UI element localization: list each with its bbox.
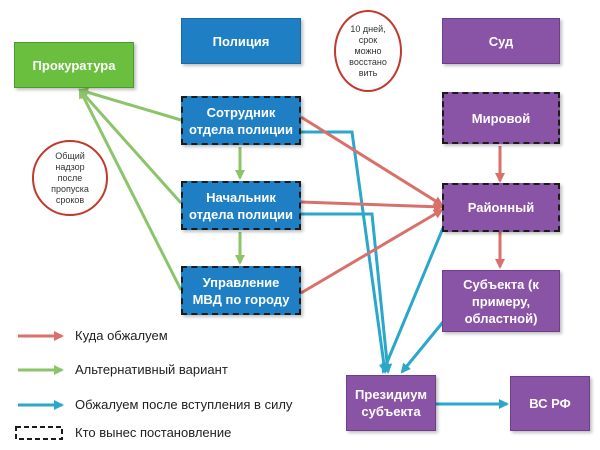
legend-dashed-label: Кто вынес постановление xyxy=(75,425,232,440)
arrow-subekta-to-prezidium xyxy=(400,321,445,374)
legend-symbols xyxy=(15,331,64,440)
legend-dashed-box xyxy=(15,426,63,440)
mirovoy-box: Мировой xyxy=(442,92,560,144)
arrow-upravlenie-to-rayonny xyxy=(300,208,444,295)
red-arrows xyxy=(300,115,505,295)
legend-teal-label: Обжалуем после вступления в силу xyxy=(75,397,293,412)
nachalnik-box: Начальник отдела полиции xyxy=(181,181,301,230)
sud-box: Суд xyxy=(442,18,560,64)
subekta-box: Субъекта (к примеру, областной) xyxy=(442,270,560,332)
legend-green-label: Альтернативный вариант xyxy=(75,362,228,377)
rayonny-box: Районный xyxy=(442,183,560,232)
arrow-nachalnik-to-prezidium xyxy=(301,212,393,374)
arrow-sotrudnik-to-prokuratura xyxy=(78,87,182,122)
prezidium-box: Президиум субъекта xyxy=(346,375,436,431)
ten-days-note: 10 дней, срок можно восстано вить xyxy=(334,10,402,92)
arrow-sotrudnik-to-rayonny xyxy=(300,115,444,207)
teal-arrows xyxy=(301,130,509,409)
prokuratura-box: Прокуратура xyxy=(14,42,134,88)
policiya-box: Полиция xyxy=(181,18,301,64)
arrow-sotrudnik-to-prezidium xyxy=(301,130,389,374)
nadzor-note: Общий надзор после пропуска сроков xyxy=(32,140,108,216)
green-arrows xyxy=(78,87,245,291)
arrow-upravlenie-to-prokuratura xyxy=(78,88,183,291)
arrow-rayonny-to-prezidium xyxy=(381,227,445,374)
legend-red-label: Куда обжалуем xyxy=(75,328,168,343)
arrow-nachalnik-to-prokuratura xyxy=(78,88,183,204)
sotrudnik-box: Сотрудник отдела полиции xyxy=(181,96,301,145)
vs-rf-box: ВС РФ xyxy=(510,376,590,431)
upravlenie-box: Управление МВД по городу xyxy=(181,266,301,315)
arrow-nachalnik-to-rayonny xyxy=(300,200,444,212)
